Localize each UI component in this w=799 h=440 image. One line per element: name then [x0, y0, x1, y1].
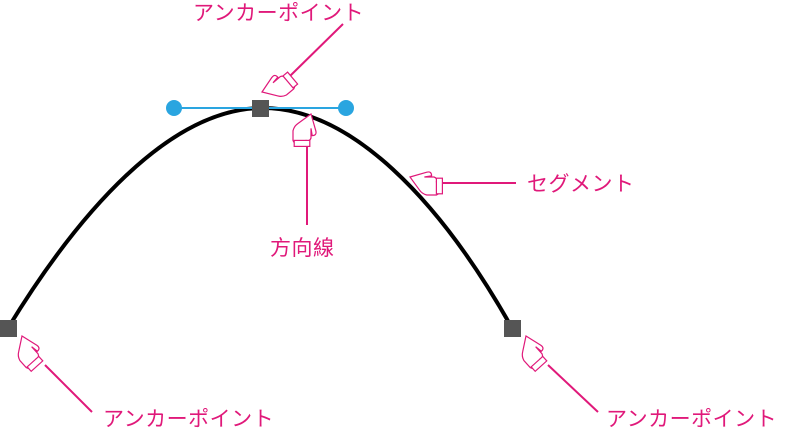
label-anchor-top: アンカーポイント	[193, 1, 365, 25]
leader-line-anchor-top	[289, 23, 344, 77]
label-segment: セグメント	[527, 172, 635, 196]
pointing-hand-icon	[512, 332, 553, 373]
pointing-hand-icon	[292, 113, 317, 147]
leader-line-anchor-left	[44, 364, 93, 413]
pointing-hand-icon	[8, 332, 49, 373]
anchor-point-top[interactable]	[252, 100, 269, 117]
label-anchor-right: アンカーポイント	[606, 407, 778, 431]
path-segment	[6, 105, 514, 330]
leader-line-anchor-right	[547, 364, 599, 413]
label-direction-line: 方向線	[270, 236, 335, 260]
anchor-point-right[interactable]	[504, 320, 521, 337]
direction-handle-left[interactable]	[166, 100, 182, 116]
label-anchor-left: アンカーポイント	[103, 407, 275, 431]
anchor-point-left[interactable]	[0, 320, 17, 337]
direction-handle-right[interactable]	[338, 100, 354, 116]
